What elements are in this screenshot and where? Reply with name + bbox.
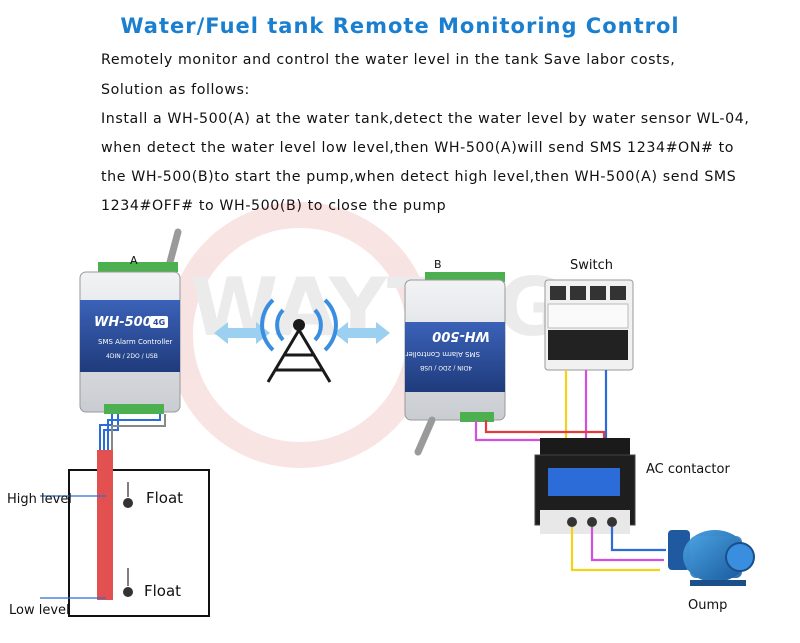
- intro-line-2: Solution as follows:: [101, 82, 250, 98]
- device-a-label: A: [130, 254, 138, 267]
- pump-label: Oump: [688, 598, 728, 613]
- float-bottom-label: Float: [144, 582, 182, 600]
- low-level-label: Low level: [9, 603, 70, 618]
- intro-line-3: Install a WH-500(A) at the water tank,de…: [101, 111, 750, 127]
- intro-line-4: when detect the water level low level,th…: [101, 140, 735, 156]
- ac-contactor: [534, 438, 636, 534]
- svg-text:SMS Alarm Controller: SMS Alarm Controller: [405, 350, 480, 358]
- intro-line-1: Remotely monitor and control the water l…: [101, 52, 676, 68]
- device-b-label: B: [434, 258, 442, 271]
- device-b-panel: [405, 322, 505, 392]
- switch-label: Switch: [570, 258, 613, 273]
- breaker-switch: [544, 279, 634, 371]
- device-a: WH-500 4G SMS Alarm Controller 4DIN / 2D…: [79, 228, 182, 414]
- intro-line-6: 1234#OFF# to WH-500(B) to close the pump: [101, 198, 447, 214]
- svg-text:4DIN / 2DO / USB: 4DIN / 2DO / USB: [106, 353, 158, 360]
- signal-arrow-right-icon: [334, 322, 390, 344]
- device-a-panel: [80, 300, 180, 372]
- ac-contactor-label: AC contactor: [646, 462, 730, 477]
- svg-text:4G: 4G: [153, 318, 165, 327]
- device-b-antenna-icon: [414, 416, 436, 456]
- water-tank: [40, 450, 210, 617]
- svg-text:SMS Alarm Controller: SMS Alarm Controller: [98, 338, 173, 346]
- float-top-icon: [123, 482, 133, 508]
- pump-wires: [570, 527, 666, 572]
- intro-line-5: the WH-500(B)to start the pump,when dete…: [101, 169, 737, 185]
- high-level-label: High level: [7, 492, 72, 507]
- svg-text:4DIN / 2DO / USB: 4DIN / 2DO / USB: [420, 364, 472, 371]
- pump-icon: [668, 530, 755, 586]
- water-level-sensor: [97, 450, 113, 600]
- device-b: WH-500 SMS Alarm Controller 4DIN / 2DO /…: [404, 272, 506, 456]
- page-title: Water/Fuel tank Remote Monitoring Contro…: [120, 14, 680, 38]
- svg-text:WH-500: WH-500: [94, 315, 152, 330]
- cell-tower-icon: [260, 298, 338, 383]
- float-bottom-icon: [123, 568, 133, 597]
- signal-arrow-left-icon: [214, 322, 270, 344]
- float-top-label: Float: [146, 489, 184, 507]
- svg-text:WH-500: WH-500: [432, 328, 490, 343]
